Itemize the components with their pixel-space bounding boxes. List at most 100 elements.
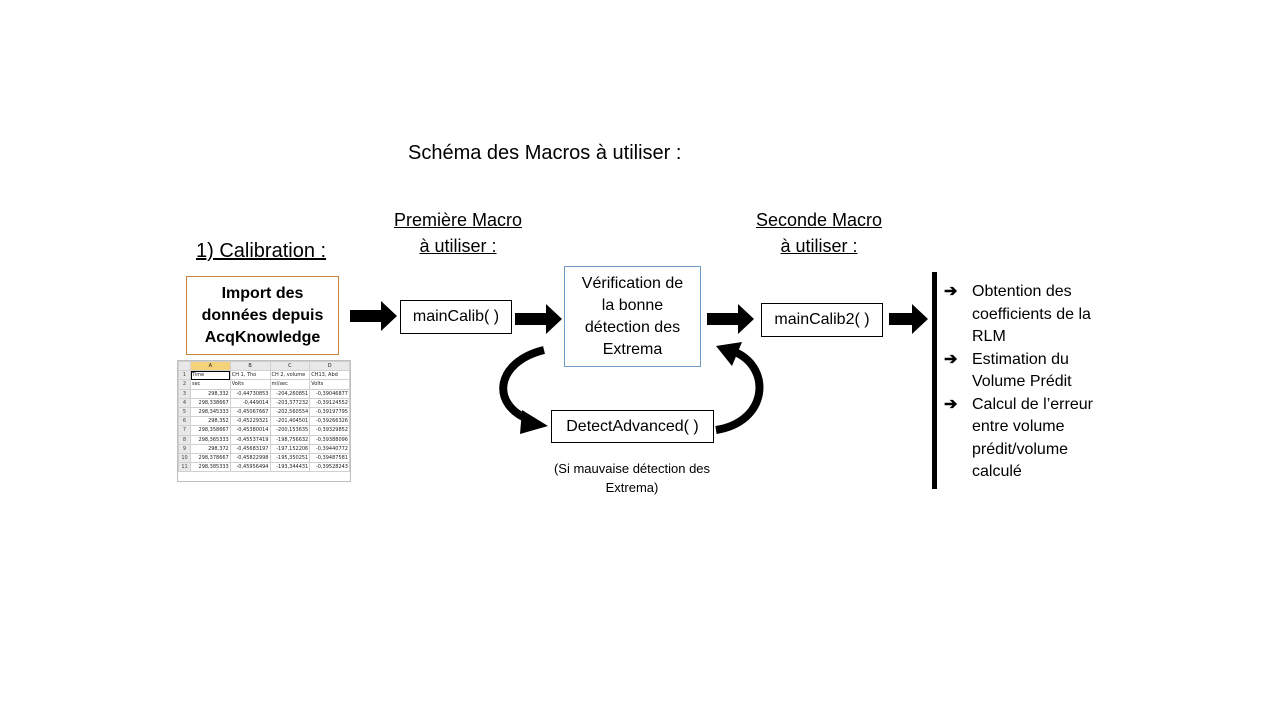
second-macro-line1: Seconde Macro	[755, 210, 883, 230]
arrow-import-to-maincalib	[350, 301, 397, 331]
spreadsheet-row-number: 7	[178, 425, 191, 436]
spreadsheet-row-number: 8	[178, 434, 191, 445]
loop-arrow-up	[715, 348, 764, 434]
spreadsheet-corner-cell	[178, 361, 191, 372]
spreadsheet-cell: -0,39046877	[309, 388, 350, 399]
right-arrow-icon: ➔	[944, 283, 958, 300]
spreadsheet-cell: -200,153635	[269, 425, 311, 436]
maincalib-box: mainCalib( )	[400, 300, 512, 334]
spreadsheet-column-header: A	[190, 361, 231, 372]
spreadsheet-cell: -0,39266326	[309, 416, 350, 427]
spreadsheet-cell: ml/sec	[269, 379, 311, 390]
spreadsheet-row-number: 1	[178, 370, 191, 381]
spreadsheet-cell: -0,45229321	[229, 416, 271, 427]
spreadsheet-cell: -198,756632	[269, 434, 311, 445]
first-macro-line2: à utiliser :	[419, 236, 497, 256]
spreadsheet-cell: -0,44730853	[229, 388, 271, 399]
spreadsheet-cell: -0,45956494	[229, 462, 271, 473]
import-line2: données depuis	[201, 306, 324, 324]
right-arrow-icon: ➔	[944, 395, 958, 413]
spreadsheet-cell: Time	[190, 370, 231, 381]
arrow-maincalib-to-verification	[515, 304, 562, 334]
spreadsheet-cell: Volts	[229, 379, 271, 390]
spreadsheet-column-header: B	[229, 361, 271, 372]
result-text-line: Estimation du	[972, 350, 1069, 368]
spreadsheet-cell: -0,45067667	[229, 406, 271, 418]
spreadsheet-cell: -204,260851	[269, 388, 311, 399]
spreadsheet-cell: -0,39197795	[309, 406, 350, 418]
spreadsheet-cell: -193,344431	[269, 462, 311, 473]
detect-advanced-box: DetectAdvanced( )	[551, 410, 714, 443]
spreadsheet-cell: sec	[190, 379, 231, 390]
note-line1: (Si mauvaise détection des	[553, 461, 711, 476]
spreadsheet-cell: -0,39388096	[309, 434, 350, 445]
result-text-line: Calcul de l’erreur	[972, 395, 1093, 413]
result-text-line: Obtention des	[972, 283, 1072, 300]
result-item: ➔ Estimation du Volume Prédit	[944, 349, 1144, 394]
spreadsheet-row-number: 2	[178, 379, 191, 390]
spreadsheet-cell: 298,372	[190, 443, 231, 454]
spreadsheet-cell: -0,39124552	[309, 397, 350, 408]
result-text-line: coefficients de la	[972, 305, 1091, 323]
import-line3: AcqKnowledge	[204, 328, 321, 346]
spreadsheet-row-number: 6	[178, 416, 191, 427]
spreadsheet-cell: 298,332	[190, 388, 231, 399]
spreadsheet-column-header: D	[309, 361, 350, 372]
bad-detection-note: (Si mauvaise détection des Extrema)	[532, 459, 732, 497]
spreadsheet-cell: -201,404501	[269, 416, 311, 427]
note-line2: Extrema)	[605, 480, 659, 495]
spreadsheet-cell: -0,39528243	[309, 462, 350, 473]
verif-line3: détection des	[584, 318, 681, 336]
loop-arrow-down	[499, 346, 546, 424]
spreadsheet-cell: 298,365333	[190, 434, 231, 445]
right-arrow-icon: ➔	[944, 350, 958, 368]
second-macro-header: Seconde Macro à utiliser :	[749, 207, 889, 259]
spreadsheet-row-number: 3	[178, 388, 191, 399]
spreadsheet-cell: 298,345333	[190, 406, 231, 418]
spreadsheet-cell: 298,385333	[190, 462, 231, 473]
import-line1: Import des	[221, 284, 304, 302]
verif-line4: Extrema	[602, 340, 663, 358]
result-text-line: prédit/volume	[972, 440, 1069, 458]
spreadsheet-row-number: 10	[178, 452, 191, 464]
verification-box: Vérification de la bonne détection des E…	[564, 266, 701, 367]
arrow-maincalib2-to-results	[889, 304, 928, 334]
spreadsheet-row-number: 4	[178, 397, 191, 408]
spreadsheet-cell: -0,39487581	[309, 452, 350, 464]
spreadsheet-column-header: C	[269, 361, 311, 372]
loop-arrow-up-head	[716, 342, 742, 366]
verif-line1: Vérification de	[581, 274, 684, 292]
verif-line2: la bonne	[601, 296, 664, 314]
import-data-box: Import des données depuis AcqKnowledge	[186, 276, 339, 355]
spreadsheet-cell: CH 1, Tho	[229, 370, 271, 381]
spreadsheet-cell: CH13, Abd	[309, 370, 350, 381]
spreadsheet-cell: -203,377232	[269, 397, 311, 408]
spreadsheet-cell: CH 2, volume	[269, 370, 311, 381]
first-macro-header: Première Macro à utiliser :	[388, 207, 528, 259]
spreadsheet-cell: -195,350251	[269, 452, 311, 464]
arrow-verification-to-maincalib2	[707, 304, 754, 334]
second-macro-line2: à utiliser :	[780, 236, 858, 256]
spreadsheet-cell: 298,358667	[190, 425, 231, 436]
spreadsheet-cell: -0,45537419	[229, 434, 271, 445]
result-text-line: Volume Prédit	[972, 373, 1072, 390]
spreadsheet-cell: -0,45822998	[229, 452, 271, 464]
loop-arrow-down-head	[520, 410, 548, 434]
spreadsheet-cell: -0,45380014	[229, 425, 271, 436]
